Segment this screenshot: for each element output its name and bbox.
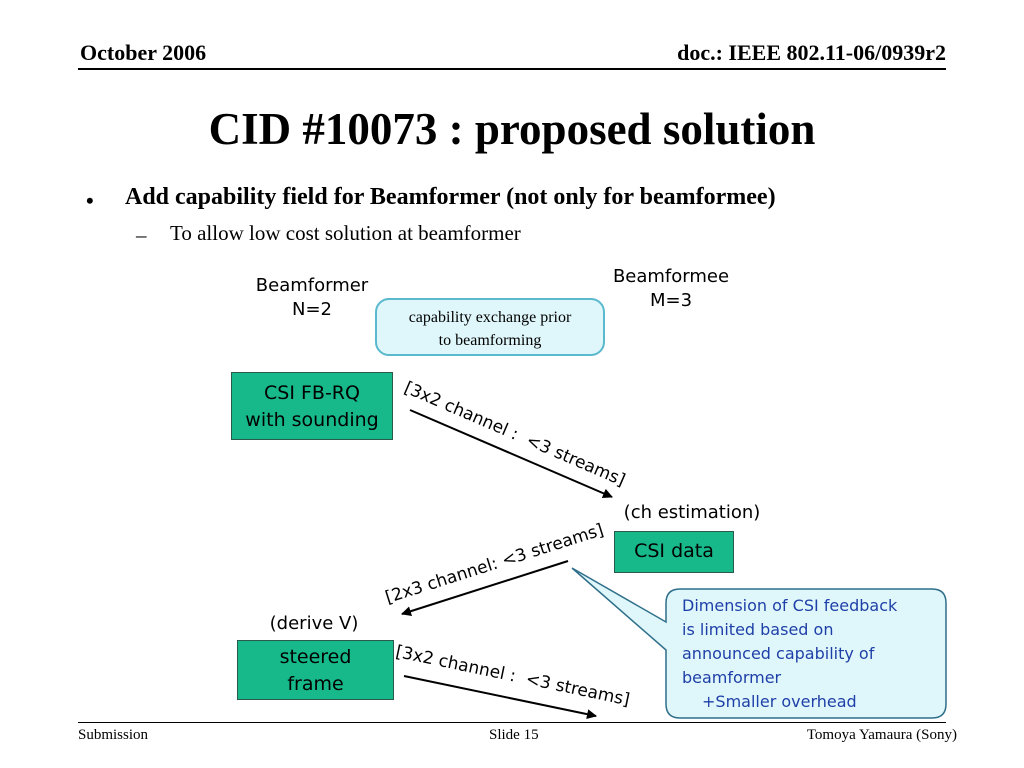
arrow-steered (403, 675, 597, 720)
beamformer-antennas: N=2 (292, 299, 332, 320)
csi-fbrq-box: CSI FB-RQ with sounding (231, 372, 393, 440)
csi-data-box: CSI data (614, 531, 734, 573)
capability-exchange-bubble: capability exchange prior to beamforming (375, 298, 605, 356)
header-date: October 2006 (80, 40, 207, 65)
steered-frame-line-2: frame (287, 673, 344, 695)
callout-line-5: +Smaller overhead (702, 692, 857, 711)
callout-line-2: is limited based on (682, 620, 834, 639)
derive-v-label: (derive V) (269, 613, 359, 634)
steered-frame-line-1: steered (279, 646, 352, 668)
bullet-text: Add capability field for Beamformer (not… (125, 184, 776, 210)
beamformee-label: Beamformee M=3 (590, 265, 752, 313)
beamformee-title: Beamformee (612, 266, 730, 287)
csi-fbrq-line-1: CSI FB-RQ (264, 382, 360, 404)
footer-slide-number: Slide 15 (489, 727, 539, 743)
callout-line-1: Dimension of CSI feedback (682, 596, 898, 615)
capability-bubble-line-2: to beamforming (438, 332, 542, 349)
arrow-sounding (409, 409, 613, 499)
arrow-csi-feedback (401, 560, 569, 617)
beamformer-label: Beamformer N=2 (232, 274, 392, 322)
sub-bullet-text: To allow low cost solution at beamformer (170, 221, 521, 245)
callout-text: Dimension of CSI feedback is limited bas… (682, 594, 942, 714)
beamformee-antennas: M=3 (649, 290, 693, 311)
footer-submission: Submission (78, 727, 149, 743)
ch-estimation-label: (ch estimation) (623, 502, 761, 523)
bullet-marker: • (86, 188, 94, 213)
sub-bullet-marker: – (136, 223, 147, 247)
steered-frame-box: steered frame (237, 640, 394, 700)
csi-fbrq-line-2: with sounding (245, 409, 379, 431)
header-doc-id: doc.: IEEE 802.11-06/0939r2 (677, 40, 946, 65)
callout-shape (571, 567, 947, 719)
beamformer-title: Beamformer (255, 275, 369, 296)
callout-line-3: announced capability of (682, 644, 875, 663)
header-rule (78, 68, 946, 70)
slide-title: CID #10073 : proposed solution (208, 104, 816, 154)
capability-bubble-line-1: capability exchange prior (408, 309, 572, 326)
footer-rule (78, 722, 946, 723)
callout-line-4: beamformer (682, 668, 782, 687)
footer-author: Tomoya Yamaura (Sony) (806, 727, 957, 743)
